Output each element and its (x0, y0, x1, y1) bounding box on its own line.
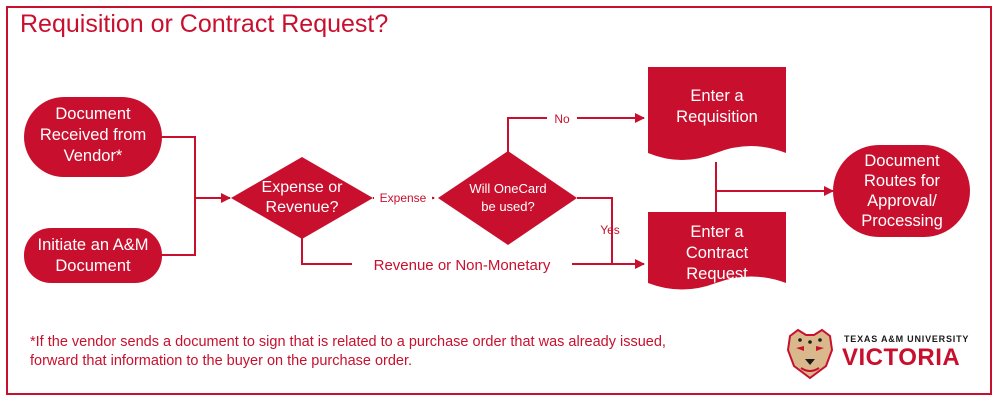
node-routes-line-1: Document (864, 152, 940, 170)
node-routes-line-4: Processing (861, 212, 943, 230)
node-requisition (648, 67, 786, 160)
edge-label-expense: Expense (380, 191, 427, 205)
university-logo: TEXAS A&M UNIVERSITY VICTORIA (782, 326, 972, 380)
edge-label-no: No (554, 112, 570, 126)
edge-no (507, 113, 645, 152)
node-contract-request (648, 212, 786, 290)
node-document-received-line-1: Document (55, 105, 131, 123)
node-document-received (24, 97, 162, 177)
logo-campus-text: VICTORIA (842, 344, 961, 371)
edge-label-yes: Yes (600, 223, 620, 237)
node-requisition-line-1: Enter a (690, 87, 744, 105)
node-requisition-line-2: Requisition (676, 108, 758, 126)
edge-label-revenue: Revenue or Non-Monetary (374, 257, 551, 274)
edge-received-to-merge (162, 136, 196, 198)
node-routes-line-2: Routes for (864, 172, 941, 190)
node-contract-request-line-1: Enter a (690, 223, 744, 241)
node-document-received-line-3: Vendor* (64, 147, 123, 165)
footnote: *If the vendor sends a document to sign … (30, 334, 666, 369)
decision-expense-or-revenue-line-1: Expense or (262, 179, 344, 196)
edge-yes (577, 197, 613, 264)
decision-onecard-line-1: Will OneCard (469, 181, 546, 196)
node-contract-request-line-3: Request (686, 265, 748, 283)
node-document-received-line-2: Received from (40, 126, 146, 144)
logo-university-text: TEXAS A&M UNIVERSITY (844, 334, 970, 344)
node-initiate-document-line-2: Document (55, 257, 131, 275)
node-initiate-document (24, 228, 162, 283)
decision-expense-or-revenue (231, 157, 373, 239)
node-contract-request-line-2: Contract (686, 244, 749, 262)
node-initiate-document-line-1: Initiate an A&M (38, 236, 149, 254)
node-routes (833, 145, 970, 237)
jaguar-icon (786, 328, 834, 380)
node-routes-line-3: Approval/ (867, 192, 937, 210)
edge-initiate-to-merge (162, 198, 196, 256)
decision-onecard-line-2: be used? (481, 199, 535, 214)
decision-expense-or-revenue-line-2: Revenue? (266, 199, 339, 216)
decision-onecard (438, 151, 577, 245)
diagram-frame (6, 6, 992, 395)
diagram-title: Requisition or Contract Request? (20, 10, 389, 38)
